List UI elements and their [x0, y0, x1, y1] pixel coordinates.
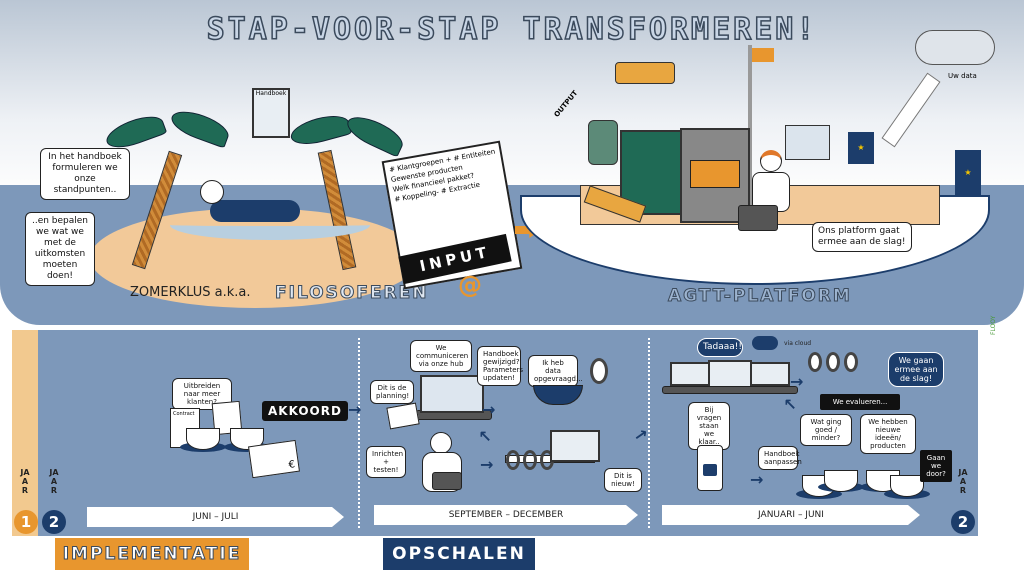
evaluate-label: We evalueren...	[820, 394, 900, 410]
eu-flag-icon: ★	[848, 132, 874, 164]
magnifier-character	[826, 352, 840, 372]
year-1-badge: 1	[14, 510, 38, 534]
speech-bubble: Wat ging goed / minder?	[800, 414, 852, 446]
speech-bubble: We gaan ermee aan de slag!	[888, 352, 944, 387]
island-label: FILOSOFEREN	[274, 283, 429, 304]
timeline-arrow-jun-jul: JUNI – JULI	[87, 507, 344, 527]
via-cloud-label: via cloud	[784, 340, 812, 347]
relaxing-person	[210, 200, 300, 222]
year-label: JAAR	[958, 468, 968, 495]
year-2-badge: 2	[42, 510, 66, 534]
hammock	[170, 210, 370, 240]
speech-bubble: Dit is de planning!	[370, 380, 414, 404]
laptop-icon	[738, 205, 778, 231]
robot-arm-icon	[588, 120, 618, 165]
speech-bubble: Handboek gewijzigd? Parameters updaten!	[477, 346, 523, 386]
speech-bubble: Ons platform gaat ermee aan de slag!	[812, 222, 912, 252]
person-head	[200, 180, 224, 204]
speech-bubble: Dit is nieuw!	[604, 468, 642, 492]
platform-label: AGTT-PLATFORM	[668, 286, 852, 307]
teams-icon	[703, 464, 717, 476]
year-1-strip	[12, 330, 38, 536]
timeline-arrow-jan-jun: JANUARI – JUNI	[662, 505, 920, 525]
laptop-screen	[708, 360, 752, 388]
speech-bubble: Gaan we door?	[920, 450, 952, 482]
handbook-label: Handboek	[255, 90, 287, 97]
cloud-icon	[752, 336, 778, 350]
cloud-icon	[915, 30, 995, 65]
invoice-euro-icon: €	[248, 439, 300, 479]
laptop-bases	[662, 386, 798, 394]
gold-bars-icon	[615, 62, 675, 84]
magnifier-character	[590, 358, 608, 384]
speech-bubble: We communiceren via onze hub	[410, 340, 472, 372]
magnifier-character	[808, 352, 822, 372]
year-label: JAAR	[49, 468, 59, 495]
phase-divider	[358, 338, 360, 528]
phase-label-opschalen: OPSCHALEN	[383, 538, 535, 570]
phase-divider	[648, 338, 650, 528]
tadaaa-bubble: Tadaaa!!	[697, 338, 743, 357]
machine-screen	[690, 160, 740, 188]
brand-logo: FLOOY	[990, 315, 997, 335]
page-title: STAP-VOOR-STAP TRANSFORMEREN!	[206, 11, 818, 48]
year-label: JAAR	[20, 468, 30, 495]
laptop-screen	[750, 362, 790, 386]
year-2-badge: 2	[951, 510, 975, 534]
coffee-cup-icon	[890, 475, 924, 497]
eu-flag-icon: ★	[955, 150, 981, 195]
laptop-screen	[670, 362, 710, 386]
arrow-right-icon: →	[480, 455, 494, 474]
platform-person-head	[760, 150, 782, 172]
laptop-icon	[432, 472, 462, 490]
island-label-prefix: ZOMERKLUS a.k.a.	[130, 285, 251, 300]
speech-bubble: Inrichten + testen!	[366, 446, 406, 478]
speech-bubble: Ik heb data opgevraagd...	[528, 355, 583, 387]
laptop-screen-hub	[420, 375, 484, 413]
speech-bubble: We hebben nieuwe ideeën/ producten	[860, 414, 916, 454]
flag-icon	[752, 48, 774, 62]
timeline-arrow-sep-dec: SEPTEMBER – DECEMBER	[374, 505, 638, 525]
arrow-right-icon: →	[482, 400, 496, 419]
magnifier-character	[506, 450, 520, 470]
person-head	[430, 432, 452, 454]
handbook-tablet: Handboek	[252, 88, 290, 138]
speech-bubble: ..en bepalen we wat we met de uitkomsten…	[25, 212, 95, 286]
akkoord-badge: AKKOORD	[262, 401, 348, 421]
presentation-screen	[550, 430, 600, 462]
magnifier-character	[523, 450, 537, 470]
screen-icon	[785, 125, 830, 160]
arrow-right-icon: →	[750, 470, 764, 489]
arrow-right-icon: →	[348, 400, 362, 419]
mast	[748, 45, 752, 215]
at-icon: @	[458, 271, 482, 299]
coffee-cup-icon	[824, 470, 858, 492]
arrow-right-icon: →	[790, 372, 804, 391]
coffee-cup-icon	[186, 428, 220, 450]
speech-bubble: Bij vragen staan we klaar..	[688, 402, 730, 450]
phone-character	[697, 445, 723, 491]
speech-bubble: In het handboek formuleren we onze stand…	[40, 148, 130, 200]
speech-bubble: Handboek aanpassen	[758, 446, 802, 470]
phase-label-implementatie: IMPLEMENTATIE	[55, 538, 249, 570]
uw-data-label: Uw data	[948, 72, 977, 80]
magnifier-character	[844, 352, 858, 372]
